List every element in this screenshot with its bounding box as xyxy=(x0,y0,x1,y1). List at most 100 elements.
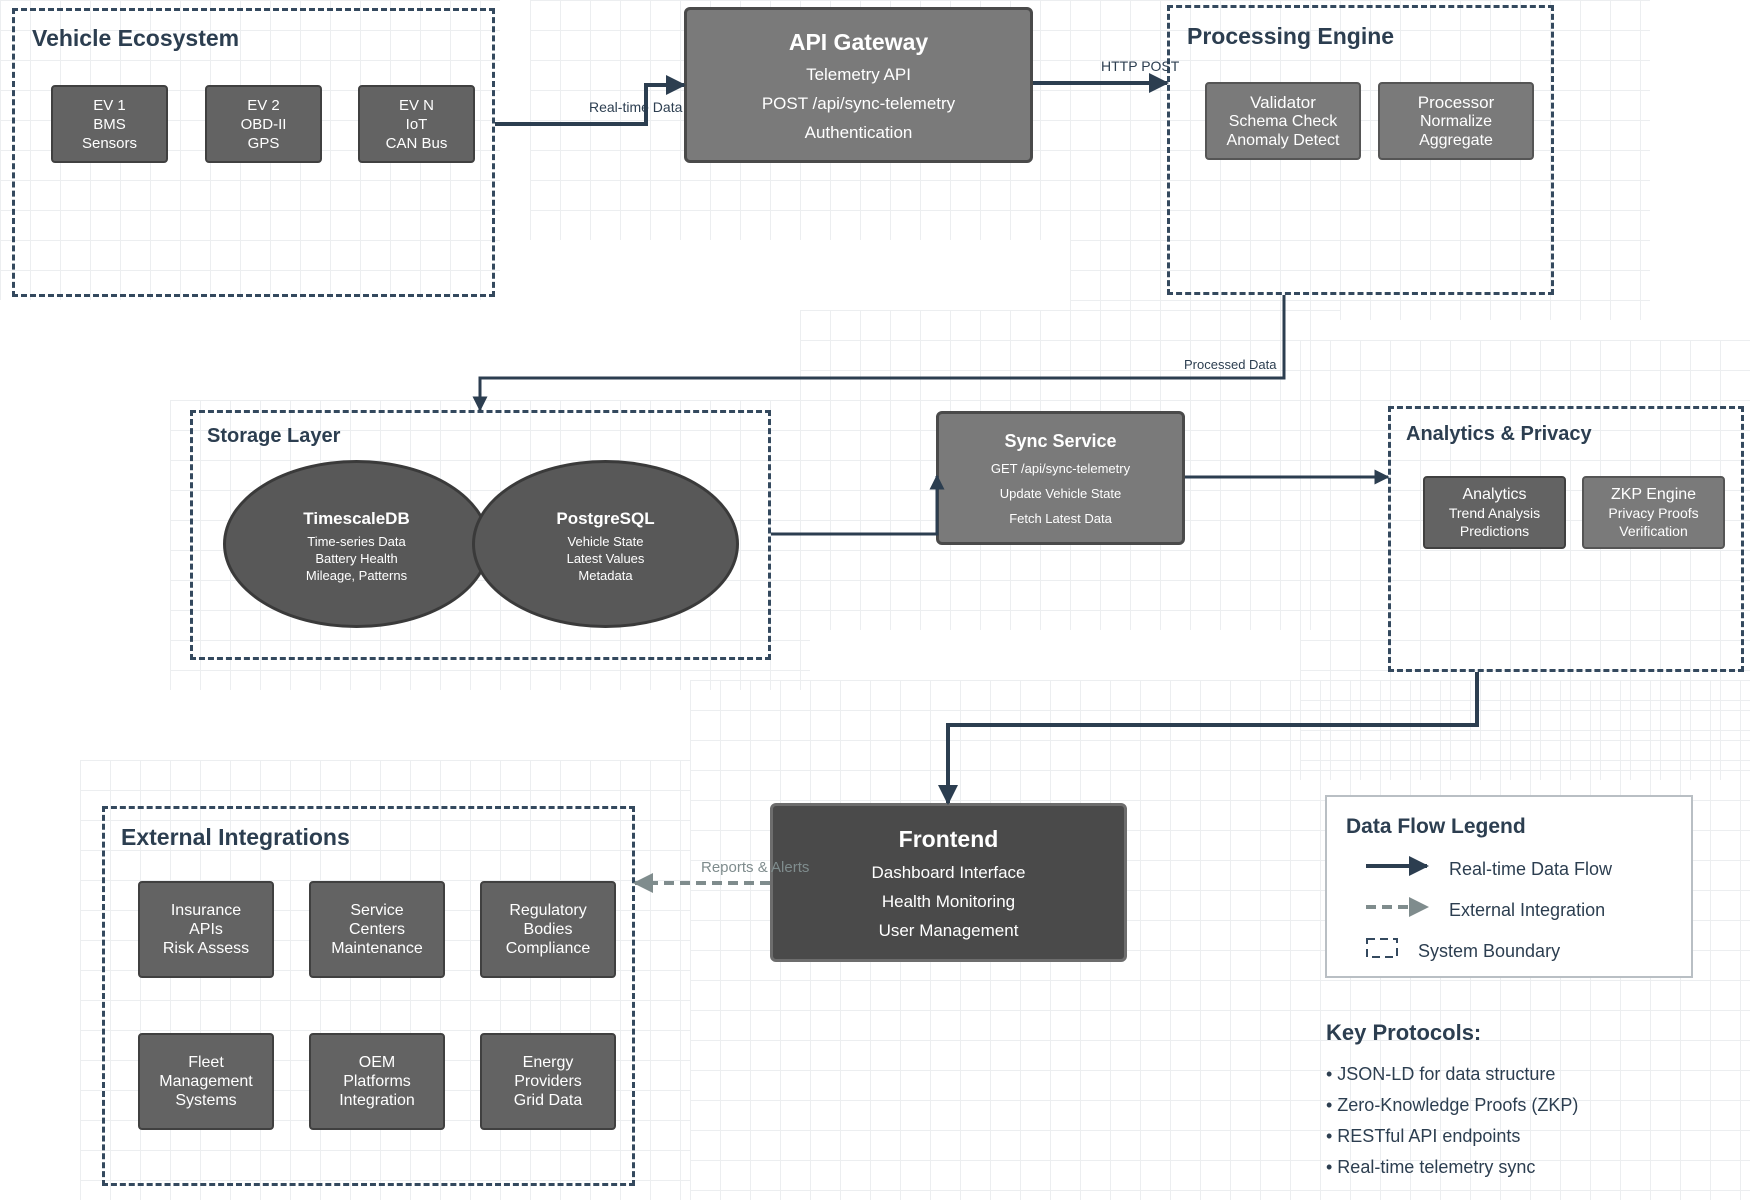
timescaledb-line: Mileage, Patterns xyxy=(305,567,408,583)
zkp-engine-label: ZKP Engine xyxy=(1610,485,1697,503)
regulatory-label: Compliance xyxy=(505,940,591,957)
external-integrations-boundary xyxy=(102,806,635,1186)
evn-node[interactable]: EV N IoT CAN Bus xyxy=(358,85,475,163)
processing-engine-boundary xyxy=(1167,5,1554,295)
sync-service-node[interactable]: Sync Service GET /api/sync-telemetry Upd… xyxy=(936,411,1185,545)
ev2-label: GPS xyxy=(247,134,280,152)
ev1-label: BMS xyxy=(93,115,126,133)
api-gateway-title: API Gateway xyxy=(788,28,929,55)
postgresql-line: Vehicle State xyxy=(567,533,644,549)
frontend-line: User Management xyxy=(878,921,1019,940)
protocols-title: Key Protocols: xyxy=(1326,1020,1482,1045)
vehicle-ecosystem-boundary xyxy=(12,8,495,297)
protocol-item: • RESTful API endpoints xyxy=(1326,1126,1521,1146)
processor-node[interactable]: Processor Normalize Aggregate xyxy=(1378,82,1534,160)
api-gateway-line: POST /api/sync-telemetry xyxy=(761,93,956,113)
postgresql-line: Latest Values xyxy=(566,550,645,566)
ev1-label: Sensors xyxy=(81,134,138,152)
evn-label: IoT xyxy=(405,115,428,133)
ev1-node[interactable]: EV 1 BMS Sensors xyxy=(51,85,168,163)
timescaledb-title: TimescaleDB xyxy=(303,508,410,528)
zkp-engine-label: Privacy Proofs xyxy=(1608,504,1699,521)
insurance-label: Insurance xyxy=(170,902,242,919)
protocol-item: • JSON-LD for data structure xyxy=(1326,1064,1556,1084)
insurance-label: Risk Assess xyxy=(162,940,250,957)
sync-service-line: GET /api/sync-telemetry xyxy=(990,460,1131,476)
processed-data-label: Processed Data xyxy=(1184,357,1277,372)
storage-layer-boundary xyxy=(190,410,771,660)
regulatory-label: Regulatory xyxy=(509,902,587,919)
legend-item-boundary: System Boundary xyxy=(1418,941,1561,961)
processor-label: Normalize xyxy=(1419,112,1492,130)
external-integrations-title: External Integrations xyxy=(121,824,350,850)
protocol-item: • Real-time telemetry sync xyxy=(1326,1157,1536,1177)
oem-label: Integration xyxy=(339,1092,415,1109)
http-post-label: HTTP POST xyxy=(1101,58,1180,74)
ev2-node[interactable]: EV 2 OBD-II GPS xyxy=(205,85,322,163)
api-gateway-node[interactable]: API Gateway Telemetry API POST /api/sync… xyxy=(684,7,1033,163)
timescaledb-node[interactable]: TimescaleDB Time-series Data Battery Hea… xyxy=(223,460,490,628)
processing-engine-title: Processing Engine xyxy=(1187,23,1395,49)
sync-service-line: Update Vehicle State xyxy=(999,485,1122,501)
processor-label: Processor xyxy=(1417,92,1495,112)
evn-label: CAN Bus xyxy=(385,134,448,152)
frontend-node[interactable]: Frontend Dashboard Interface Health Moni… xyxy=(770,803,1127,962)
fleet-label: Management xyxy=(159,1073,253,1090)
ev1-label: EV 1 xyxy=(93,96,126,114)
regulatory-label: Bodies xyxy=(523,921,573,938)
oem-node[interactable]: OEM Platforms Integration xyxy=(309,1033,445,1130)
fleet-label: Systems xyxy=(175,1092,237,1109)
zkp-engine-label: Verification xyxy=(1619,522,1688,539)
postgresql-title: PostgreSQL xyxy=(556,508,655,528)
ev2-label: EV 2 xyxy=(247,96,280,114)
service-centers-node[interactable]: Service Centers Maintenance xyxy=(309,881,445,978)
analytics-node[interactable]: Analytics Trend Analysis Predictions xyxy=(1423,476,1566,549)
oem-label: Platforms xyxy=(343,1073,411,1090)
legend-item-realtime: Real-time Data Flow xyxy=(1449,859,1613,879)
energy-label: Grid Data xyxy=(513,1092,583,1109)
oem-label: OEM xyxy=(358,1054,396,1071)
sync-service-line: Fetch Latest Data xyxy=(1009,510,1112,526)
frontend-line: Dashboard Interface xyxy=(871,863,1026,882)
validator-label: Validator xyxy=(1250,92,1316,112)
sync-service-title: Sync Service xyxy=(1004,430,1117,451)
validator-label: Anomaly Detect xyxy=(1226,131,1340,149)
evn-label: EV N xyxy=(398,96,434,114)
service-centers-label: Service xyxy=(350,902,404,919)
validator-node[interactable]: Validator Schema Check Anomaly Detect xyxy=(1205,82,1361,160)
fleet-node[interactable]: Fleet Management Systems xyxy=(138,1033,274,1130)
storage-layer-title: Storage Layer xyxy=(207,425,341,447)
legend-item-external: External Integration xyxy=(1449,900,1606,920)
realtime-data-label: Real-time Data xyxy=(589,99,683,115)
analytics-label: Trend Analysis xyxy=(1448,504,1541,521)
api-gateway-line: Authentication xyxy=(804,122,913,142)
insurance-node[interactable]: Insurance APIs Risk Assess xyxy=(138,881,274,978)
zkp-engine-node[interactable]: ZKP Engine Privacy Proofs Verification xyxy=(1582,476,1725,549)
ev2-label: OBD-II xyxy=(240,115,287,133)
legend-title: Data Flow Legend xyxy=(1346,815,1526,838)
energy-label: Energy xyxy=(522,1054,574,1071)
vehicle-ecosystem-title: Vehicle Ecosystem xyxy=(32,25,240,51)
energy-node[interactable]: Energy Providers Grid Data xyxy=(480,1033,616,1130)
analytics-label: Predictions xyxy=(1459,522,1530,539)
timescaledb-line: Time-series Data xyxy=(307,533,406,549)
frontend-line: Health Monitoring xyxy=(881,892,1016,911)
regulatory-node[interactable]: Regulatory Bodies Compliance xyxy=(480,881,616,978)
validator-label: Schema Check xyxy=(1228,112,1338,130)
analytics-label: Analytics xyxy=(1462,485,1527,503)
analytics-privacy-title: Analytics & Privacy xyxy=(1406,423,1592,445)
postgresql-node[interactable]: PostgreSQL Vehicle State Latest Values M… xyxy=(472,460,739,628)
postgresql-line: Metadata xyxy=(578,567,633,583)
frontend-title: Frontend xyxy=(898,826,999,852)
service-centers-label: Maintenance xyxy=(331,940,423,957)
timescaledb-line: Battery Health xyxy=(315,550,398,566)
service-centers-label: Centers xyxy=(348,921,406,938)
energy-label: Providers xyxy=(514,1073,582,1090)
analytics-privacy-boundary xyxy=(1388,406,1744,672)
fleet-label: Fleet xyxy=(188,1054,224,1071)
reports-alerts-label: Reports & Alerts xyxy=(701,859,810,876)
api-gateway-line: Telemetry API xyxy=(806,64,911,84)
processor-label: Aggregate xyxy=(1419,131,1493,149)
insurance-label: APIs xyxy=(189,921,223,938)
